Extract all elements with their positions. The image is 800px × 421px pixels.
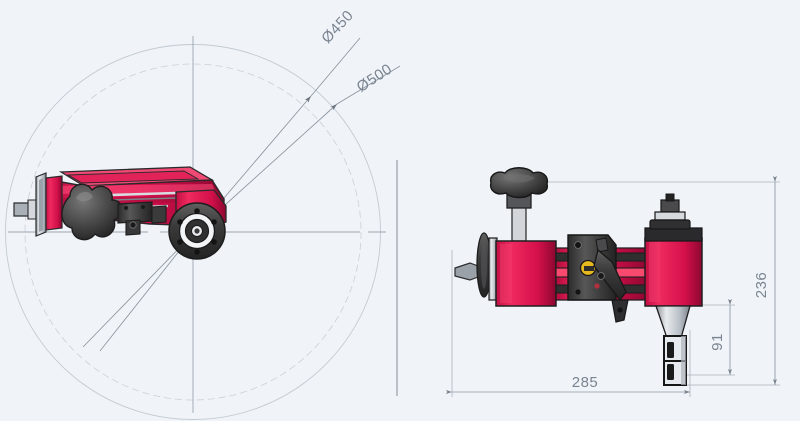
swing-circle-inner [24, 63, 362, 401]
dim-label-91: 91 [709, 333, 726, 351]
leader-lower-b [99, 235, 192, 352]
handwheel-knob [490, 167, 549, 199]
spindle-cone [655, 305, 691, 339]
right-view-group: 236 91 285 [446, 167, 780, 397]
left-pin-collar [27, 199, 37, 220]
body-block-right-top [644, 227, 703, 242]
hub-bolt [211, 239, 217, 245]
hub-flange [168, 202, 226, 260]
leader-dia500-ext [336, 65, 401, 105]
dim-label-dia450: Ø450 [318, 7, 357, 47]
hub-bolt [177, 219, 183, 225]
clamp-mechanism [567, 234, 629, 323]
hub-bolt [194, 208, 200, 214]
flange-plate-rib [39, 178, 43, 232]
top-handwheel-assembly [490, 167, 549, 242]
leader-lower-a [82, 235, 192, 348]
dim-label-236: 236 [753, 272, 770, 299]
chuck-holder [663, 335, 687, 386]
machine-left-view [13, 166, 227, 260]
lobed-knob [61, 183, 123, 241]
hub-bolt [194, 249, 200, 255]
dim-label-285: 285 [572, 374, 599, 391]
hub-bolt [211, 219, 217, 225]
machine-right-view [454, 167, 703, 386]
rear-wall [45, 175, 63, 231]
gearbox-block [117, 201, 167, 236]
knob-stem [511, 204, 527, 242]
left-view-group: Ø450 Ø500 [5, 7, 401, 420]
hub-bolt [177, 239, 183, 245]
top-bolt-assembly [649, 193, 691, 230]
leader-dia450-ext [310, 37, 361, 97]
dim-label-dia500: Ø500 [354, 61, 396, 96]
side-pin [454, 262, 479, 281]
deck-top-inner [66, 170, 200, 184]
